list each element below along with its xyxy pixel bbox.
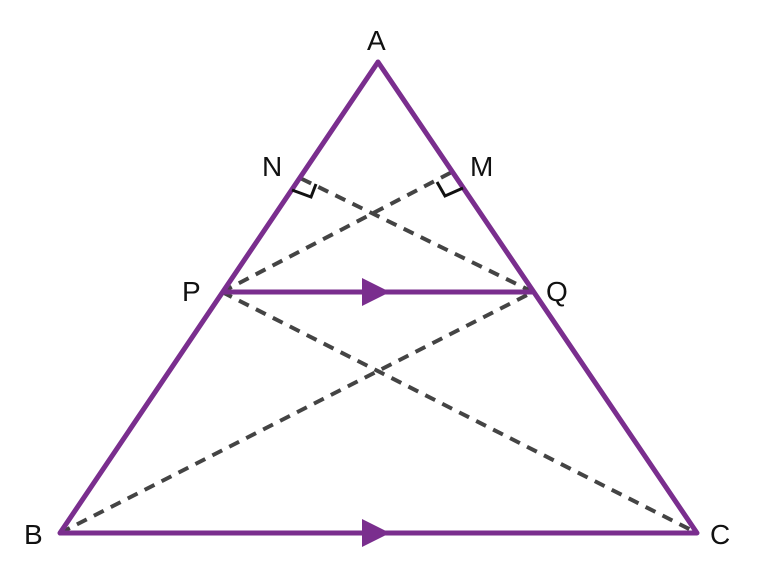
parallel-arrow-PQ	[362, 278, 390, 306]
label-B: B	[24, 519, 43, 550]
label-Q: Q	[546, 276, 568, 307]
label-M: M	[470, 151, 493, 182]
segment-PM	[221, 170, 453, 294]
parallel-arrow-BC	[362, 519, 390, 547]
label-C: C	[710, 519, 730, 550]
segment-QN	[299, 176, 534, 294]
right-angle-mark-N	[291, 183, 318, 199]
segment-PC	[221, 290, 698, 535]
label-N: N	[262, 151, 282, 182]
right-angle-mark-M	[435, 181, 464, 198]
label-P: P	[182, 276, 201, 307]
label-A: A	[367, 25, 386, 56]
segment-BQ	[59, 290, 534, 535]
